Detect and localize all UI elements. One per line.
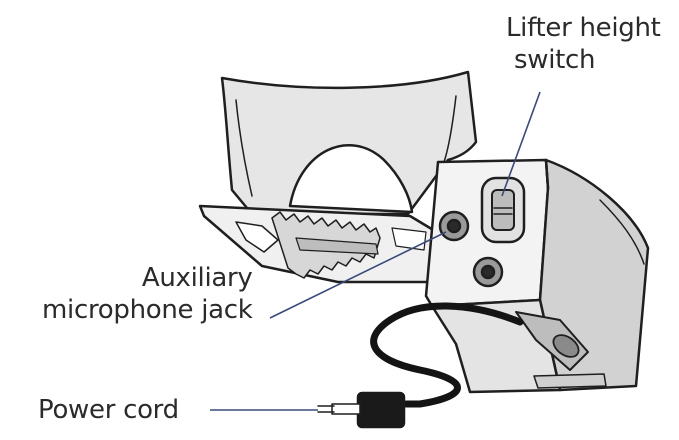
power-cord-label: Power cord xyxy=(38,395,179,425)
lifter-label-line1: Lifter height xyxy=(506,13,661,43)
cradle-arch xyxy=(288,143,414,214)
lifter-switch-slider xyxy=(491,189,515,231)
aux-label-line1: Auxiliary xyxy=(141,263,253,293)
leader-lifter xyxy=(501,91,541,197)
lifter-label-line2: switch xyxy=(514,45,596,75)
aux-label-line2: microphone jack xyxy=(42,295,253,325)
power-plug xyxy=(356,391,406,429)
leader-aux xyxy=(269,231,447,319)
aux-mic-jack-label: Auxiliary microphone jack xyxy=(42,262,253,326)
lifter-height-switch-label: Lifter height switch xyxy=(506,12,661,76)
power-cord xyxy=(370,302,524,408)
cradle-back xyxy=(220,70,478,216)
